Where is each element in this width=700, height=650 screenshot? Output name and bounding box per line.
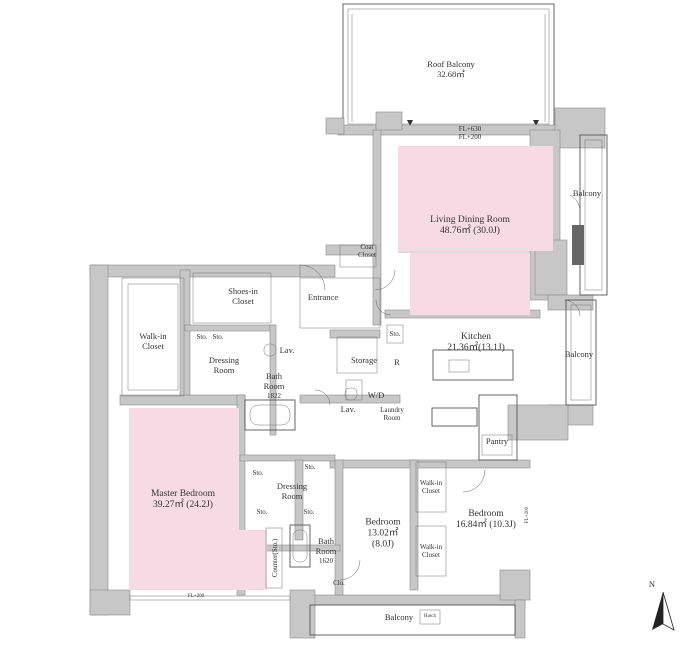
outdoor-unit (572, 225, 584, 265)
entrance-label: Entrance (307, 292, 339, 303)
counter-storage-label: Counter(Sto.) (270, 538, 279, 578)
door-swings (299, 194, 581, 581)
walkin-closet-center-label: Walk-in Closet (419, 478, 443, 495)
walkin-closet-lower-label: Walk-in Closet (419, 542, 443, 559)
master-suite (121, 277, 267, 590)
storage-tag-4: Sto. (304, 462, 316, 471)
walkin-closet-master-label: Walk-in Closet (139, 331, 167, 351)
master-floor-level: FL+200 (187, 594, 205, 600)
storage-tag-6: Sto. (303, 507, 315, 516)
storage-label: Storage (351, 355, 377, 366)
coat-closet-label: Coat Closet (358, 242, 376, 259)
entrance-area (192, 244, 381, 401)
pantry-label: Pantry (485, 436, 509, 447)
storage-tag-5: Sto. (256, 507, 268, 516)
hatch-label: Hatch (424, 614, 436, 620)
living-dining-area (398, 146, 553, 315)
storage-tag-2: Sto. (212, 332, 224, 341)
lav-upper-label: Lav. (279, 345, 295, 356)
bedroom-floor-level: FL+200 (525, 506, 531, 524)
storage-tag-3: Sto. (252, 468, 264, 477)
north-compass-icon (652, 591, 675, 631)
kitchen-storage-tag: Sto. (389, 329, 401, 338)
shoes-in-closet-label: Shoes-in Closet (228, 286, 258, 306)
refrigerator-label: R (394, 357, 400, 368)
washer-dryer-label: W/D (367, 390, 385, 401)
compass-north-label: N (648, 579, 656, 590)
bedroom-closets (265, 461, 447, 589)
roof-arrow-left-icon (407, 120, 413, 126)
storage-tag-1: Sto. (196, 332, 208, 341)
dressing-room-upper-label: Dressing Room (208, 355, 240, 375)
lav-lower-label: Lav. (340, 404, 356, 415)
balcony-east-upper-label: Balcony (572, 188, 602, 199)
laundry-room-label: Laundry Room (380, 405, 404, 422)
roof-arrow-right-icon (533, 120, 539, 126)
clo-label: Clo. (333, 578, 345, 587)
dressing-room-lower-label: Dressing Room (276, 481, 308, 501)
east-balconies (565, 134, 608, 406)
balcony-east-lower-label: Balcony (564, 349, 594, 360)
south-balcony (129, 595, 516, 636)
bathrooms (244, 343, 358, 568)
kitchen-area (386, 324, 518, 461)
balcony-south-label: Balcony (384, 612, 414, 623)
